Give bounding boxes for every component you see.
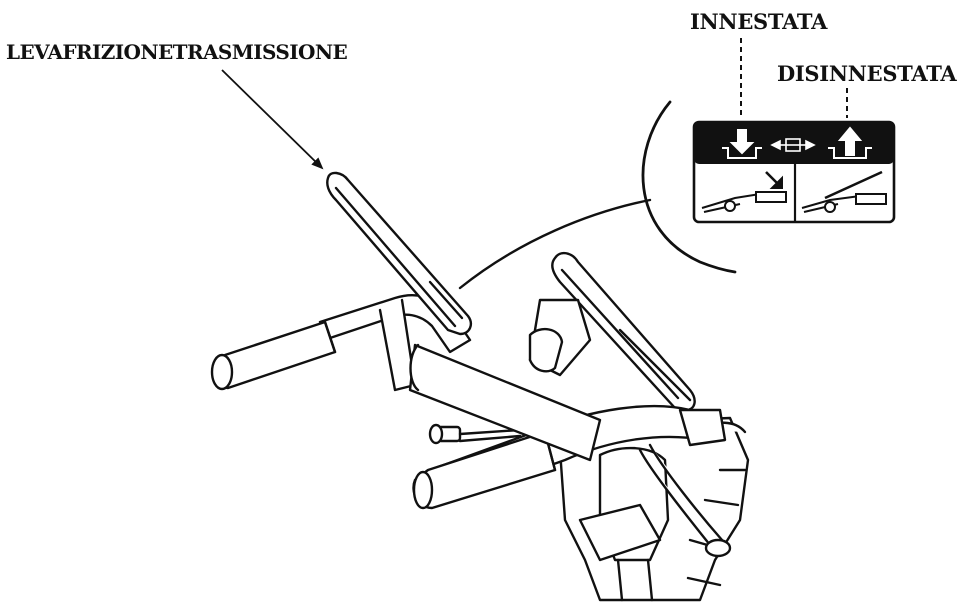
drive-clutch-lever bbox=[326, 171, 472, 336]
callout-circle bbox=[641, 100, 737, 274]
down-arrow-icon bbox=[722, 129, 762, 159]
engaged-label: INNESTATA bbox=[690, 9, 828, 34]
disengaged-label: DISINNESTATA bbox=[777, 61, 957, 86]
lever-leader-arrow bbox=[221, 69, 324, 170]
up-arrow-icon bbox=[828, 126, 872, 159]
lever-disengaged-icon bbox=[801, 170, 887, 213]
center-link bbox=[528, 298, 592, 377]
right-lever bbox=[551, 251, 696, 412]
cable-bundle bbox=[638, 408, 732, 558]
mounting-bolt bbox=[428, 423, 522, 445]
transmission-icon bbox=[770, 138, 816, 152]
lever-label: LEVAFRIZIONETRASMISSIONE bbox=[6, 40, 348, 64]
lever-engaged-icon bbox=[701, 171, 787, 213]
callout-connector bbox=[458, 198, 652, 290]
clutch-decal bbox=[692, 120, 896, 224]
